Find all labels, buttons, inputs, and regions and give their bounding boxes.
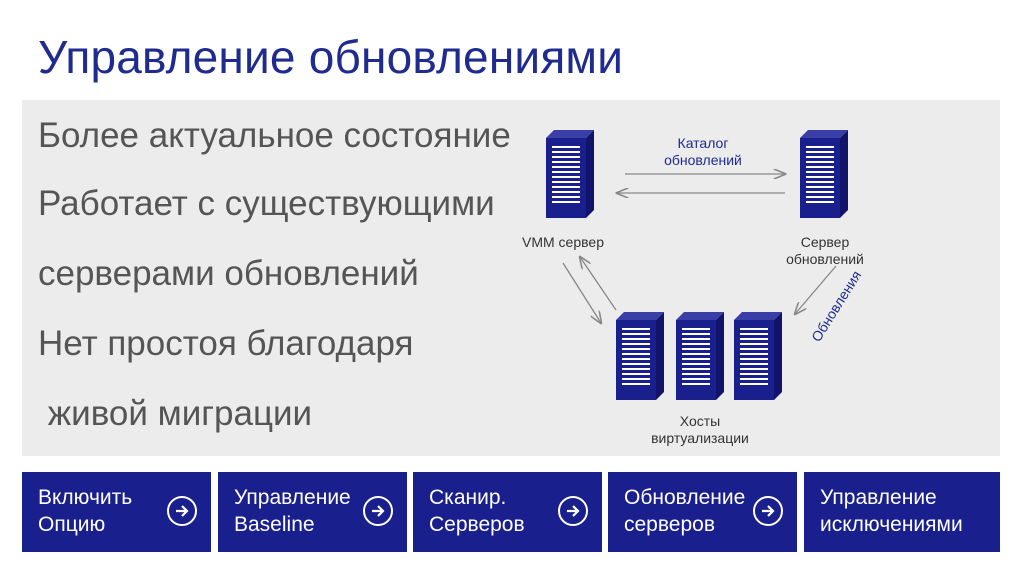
bullet-5: живой миграции — [38, 394, 313, 433]
bullet-1: Более актуальное состояние — [38, 116, 511, 155]
update-server-icon — [800, 130, 848, 218]
arrow-right-icon — [363, 496, 393, 526]
bullet-4: Нет простоя благодаря — [38, 324, 414, 363]
arrow-hosts-to-vmm — [580, 257, 617, 311]
bullet-3: серверами обновлений — [38, 254, 419, 293]
virtualization-hosts-label: Хосты виртуализации — [651, 413, 749, 446]
step-scan-servers-button[interactable]: Сканир.Серверов — [413, 472, 602, 552]
update-server-label: Сервер обновлений — [786, 234, 864, 267]
arrow-update-to-hosts — [795, 265, 837, 314]
host-server-icon-2 — [676, 312, 724, 400]
arrow-vmm-to-hosts — [562, 262, 601, 323]
arrow-right-icon — [167, 496, 197, 526]
vmm-server-label: VMM сервер — [522, 234, 604, 250]
step-label: Сканир.Серверов — [429, 486, 525, 536]
arrow-right-icon — [753, 496, 783, 526]
host-server-icon-3 — [734, 312, 782, 400]
bullet-2: Работает с существующими — [38, 184, 495, 223]
host-server-icon-1 — [616, 312, 664, 400]
slide-title: Управление обновлениями — [38, 31, 624, 83]
arrow-right-icon — [558, 496, 588, 526]
vmm-server-icon — [546, 130, 594, 218]
catalog-label: Каталог обновлений — [664, 135, 742, 168]
